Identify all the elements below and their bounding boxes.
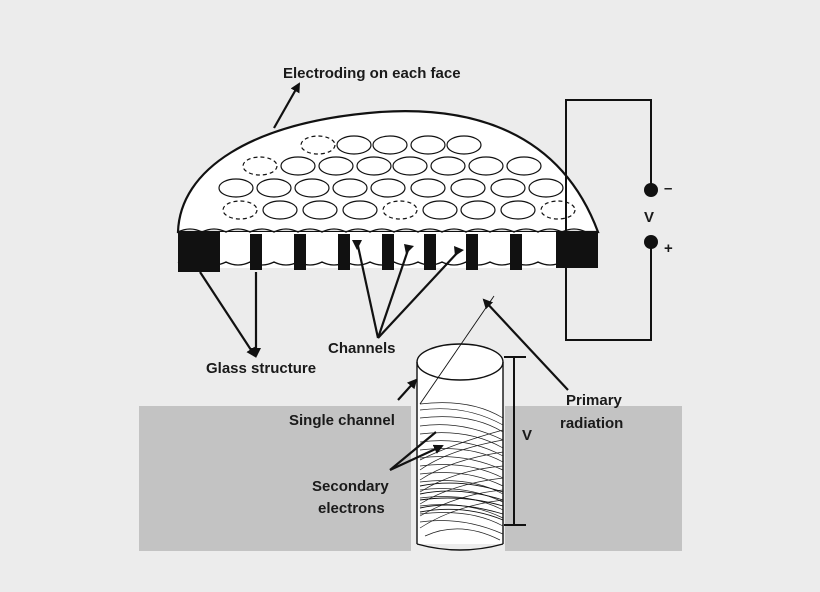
electron-trajectories (419, 402, 504, 541)
label-primary-line1: Primary (566, 392, 623, 409)
arrow-electroding (273, 82, 300, 129)
label-minus: – (664, 180, 672, 197)
right-gray-block (505, 406, 682, 551)
left-gray-block (139, 406, 411, 551)
channel-openings (218, 135, 576, 220)
label-voltage-gap: V (522, 427, 532, 444)
arrow-single-channel (397, 378, 418, 401)
primary-radiation-beam (419, 295, 495, 405)
arrow-secondary (389, 444, 444, 471)
annotation-arrows (199, 82, 569, 471)
label-plus: + (664, 240, 673, 257)
arrow-secondary-2 (389, 431, 437, 471)
arrow-channels-1 (356, 245, 380, 339)
electron-cloud-dense (419, 482, 504, 521)
label-single-channel: Single channel (289, 412, 395, 429)
single-channel-cylinder (416, 343, 504, 551)
label-primary-line2: radiation (560, 415, 623, 432)
channel-arrowheads (352, 240, 464, 256)
label-secondary-line2: electrons (318, 500, 385, 517)
label-secondary-line1: Secondary (312, 478, 389, 495)
arrow-glass-left (199, 271, 257, 358)
label-electroding: Electroding on each face (283, 65, 461, 82)
channel-walls (250, 234, 522, 270)
arrow-primary (482, 298, 569, 391)
label-channels: Channels (328, 340, 396, 357)
voltage-circuit (565, 99, 652, 341)
label-voltage-circuit: V (644, 209, 654, 226)
negative-terminal (644, 183, 658, 197)
label-glass-structure: Glass structure (206, 360, 316, 377)
voltage-dimension-bar (504, 356, 526, 526)
arrow-channels-3 (377, 251, 459, 339)
electrode-left-block (178, 232, 220, 272)
arrow-channels-2 (376, 249, 410, 339)
electrode-right-block (556, 232, 598, 268)
positive-terminal (644, 235, 658, 249)
